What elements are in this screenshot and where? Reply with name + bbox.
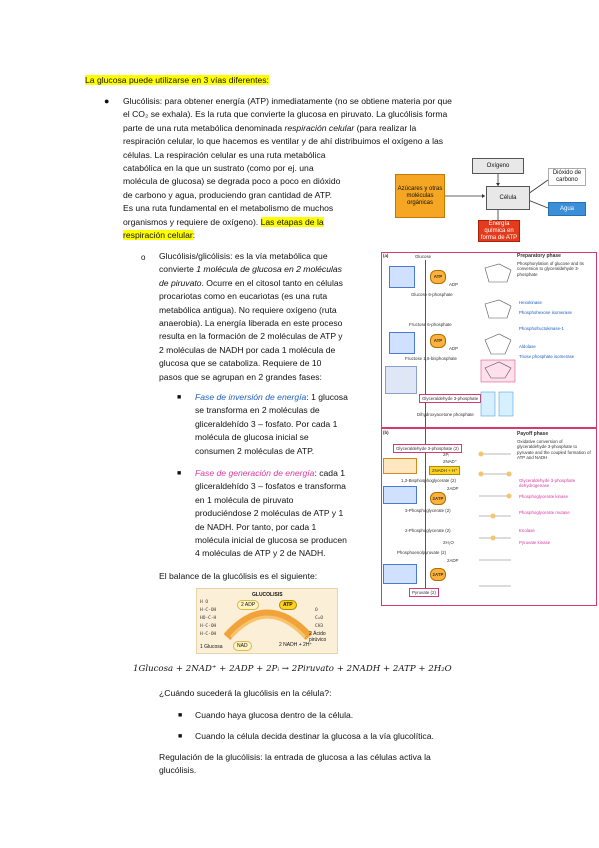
phosphoryl-box-1: [383, 486, 417, 504]
cell-box: Célula: [486, 186, 530, 210]
phase2-paragraph: Fase de generación de energía: cada 1 gl…: [195, 468, 347, 559]
svg-text:H O: H O: [200, 599, 208, 605]
adp-1: ADP: [449, 282, 459, 287]
oxygen-box: Oxígeno: [472, 158, 524, 174]
nadh-box: 2NADH + H⁺: [429, 466, 461, 476]
prep-molecules: [480, 263, 516, 417]
glycolysis-arc: H O H-C-OH HO-C-H H-C-OH H-C-OH O C=O CH…: [200, 599, 323, 641]
two-atp-circle-2: 2ATP: [430, 568, 446, 581]
enzyme-a-3: Phosphofructokinase-1: [519, 326, 564, 331]
svg-text:CH3: CH3: [315, 623, 323, 629]
glycolysis-definition: Glucólisis/glicólisis: es la vía metaból…: [159, 251, 343, 382]
phase2-bullet: ■: [177, 470, 182, 477]
first-priming-box: [389, 266, 415, 288]
two-adp-1: 2ADP: [447, 486, 459, 491]
payoff-molecules: [478, 451, 512, 587]
card-pyruvate: 2 Ácido pirúvico: [309, 631, 327, 643]
svg-text:H-C-OH: H-C-OH: [200, 607, 217, 613]
svg-text:O: O: [315, 607, 318, 613]
second-priming-box: [389, 332, 415, 354]
when-item-2: Cuando la célula decida destinar la gluc…: [195, 731, 434, 741]
diagram-arrows: [444, 174, 549, 220]
enzyme-b-3: Phosphoglycerate mutase: [519, 510, 570, 515]
sub-bullet-o: o: [141, 253, 146, 262]
met-pep: Phosphoenolpyruvate (2): [397, 550, 447, 555]
cell-respiration-diagram: Oxígeno Azúcares y otras moléculas orgán…: [392, 158, 587, 242]
enzyme-b-4: Enolase: [519, 528, 535, 533]
oxidation-box: [383, 458, 417, 474]
enzyme-b-2: Phosphoglycerate kinase: [519, 494, 569, 499]
energy-box: Energía química en forma de ATP: [478, 220, 520, 242]
two-nad: 2NAD⁺: [443, 459, 458, 464]
met-gap: Glyceraldehyde 3-phosphate: [419, 394, 482, 404]
when-bullet-2: ■: [178, 733, 183, 740]
svg-text:HO-C-H: HO-C-H: [200, 615, 217, 621]
met-2pg: 2-Phosphoglycerate (2): [405, 528, 451, 533]
svg-text:H-C-OH: H-C-OH: [200, 631, 217, 637]
two-h2o: 2H₂O: [443, 540, 454, 545]
cleavage-box: [385, 366, 417, 394]
regulation-text: Regulación de la glucólisis: la entrada …: [159, 752, 431, 776]
phosphoryl-box-2: [383, 564, 417, 584]
met-pyruvate: Pyruvate (2): [409, 588, 439, 598]
adp-2: ADP: [449, 346, 459, 351]
balance-text: El balance de la glucólisis es el siguie…: [159, 571, 318, 581]
met-f6p: Fructose 6-phosphate: [409, 322, 452, 327]
glycolysis-equation: 1Glucosa + 2NAD⁺ + 2ADP + 2Pᵢ → 2Piruvat…: [133, 664, 452, 674]
payoff-panel: [381, 428, 597, 606]
enzyme-b-1: Glyceraldehyde 3-phosphate dehydrogenase: [519, 478, 576, 489]
prep-title: Preparatory phase: [517, 253, 561, 259]
glycolysis-paragraph-wide: Glucólisis: para obtener energía (ATP) i…: [123, 96, 452, 160]
met-13bpg: 1,3-Bisphosphoglycerate (2): [401, 478, 456, 483]
card-label: GLUCOLISIS: [252, 592, 283, 598]
payoff-desc: Oxidative conversion of glyceraldehyde 3…: [517, 439, 591, 461]
enzyme-a-1: Hexokinase: [519, 300, 542, 305]
met-glucose: Glucose: [415, 254, 432, 259]
enzyme-a-5: Triose phosphate isomerase: [519, 354, 575, 359]
two-pi: 2Pᵢ: [443, 452, 450, 457]
two-adp-2: 2ADP: [447, 558, 459, 563]
atp-circle-1: ATP: [430, 270, 446, 284]
met-dhap: Dihydroxyacetone phosphate: [417, 412, 474, 417]
co2-box: Dióxido de carbono: [548, 168, 586, 186]
panel-b-label: (b): [383, 430, 389, 435]
card-glucose: 1 Glucosa: [200, 644, 223, 650]
prep-desc: Phosphorylation of glucose and its conve…: [517, 261, 584, 277]
card-adp: 2 ADP: [237, 600, 260, 610]
met-g6p: Glucose 6-phosphate: [411, 292, 453, 297]
card-atp: ATP: [279, 600, 297, 610]
card-nad: NAD: [233, 641, 252, 651]
card-nadh: 2 NADH + 2H⁺: [279, 642, 313, 648]
svg-text:H-C-OH: H-C-OH: [200, 623, 217, 629]
phase1-paragraph: Fase de inversión de energía: 1 glucosa …: [195, 392, 348, 456]
glycolysis-pathway-figure: (a) Preparatory phase Phosphorylation of…: [381, 252, 597, 606]
glycolysis-paragraph-narrow: catabólica en la que un sustrato (como p…: [123, 163, 341, 241]
when-item-1: Cuando haya glucosa dentro de la célula.: [195, 710, 354, 720]
payoff-title: Payoff phase: [517, 431, 549, 437]
enzyme-a-2: Phosphohexose isomerase: [519, 310, 572, 315]
met-3pg: 3-Phosphoglycerate (2): [405, 508, 451, 513]
when-bullet-1: ■: [178, 712, 183, 719]
met-f16bp: Fructose 1,6-bisphosphate: [405, 356, 457, 361]
two-atp-circle-1: 2ATP: [430, 492, 446, 505]
question-text: ¿Cuándo sucederá la glucólisis en la cél…: [159, 688, 332, 698]
glycolysis-summary-figure: H O H-C-OH HO-C-H H-C-OH H-C-OH O C=O CH…: [196, 588, 338, 654]
section-heading: La glucosa puede utilizarse en 3 vías di…: [85, 75, 269, 85]
atp-circle-2: ATP: [430, 334, 446, 348]
svg-text:C=O: C=O: [315, 615, 323, 621]
panel-a-label: (a): [383, 253, 389, 258]
water-box: Agua: [548, 202, 586, 216]
phase1-bullet: ■: [177, 394, 182, 401]
enzyme-a-4: Aldolase: [519, 344, 536, 349]
preparatory-panel: [381, 252, 597, 428]
enzyme-b-5: Pyruvate kinase: [519, 540, 551, 545]
bullet-dot: ●: [104, 96, 110, 106]
food-box: Azúcares y otras moléculas orgánicas: [395, 174, 445, 218]
met-gap2: Glyceraldehyde 3-phosphate (2): [393, 444, 462, 454]
